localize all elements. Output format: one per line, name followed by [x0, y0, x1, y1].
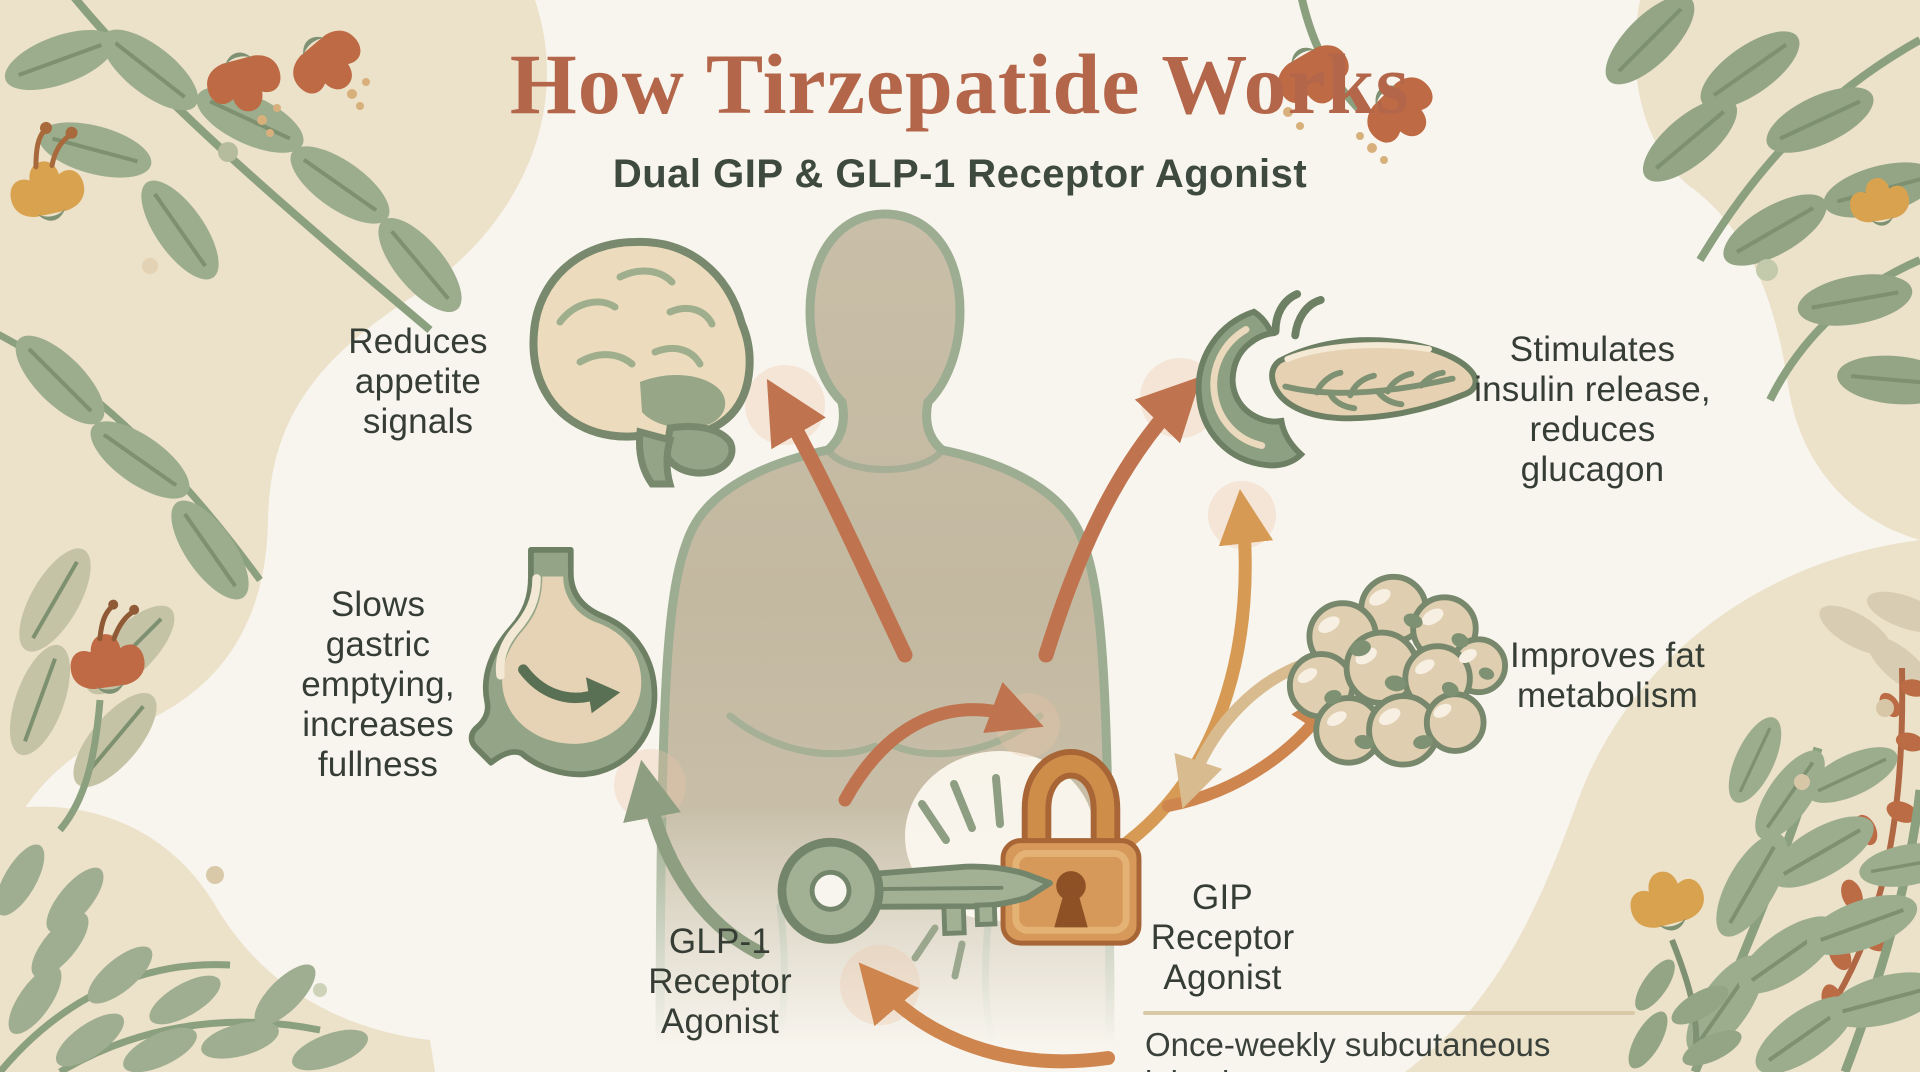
- stomach-icon: [468, 547, 662, 795]
- fat-label: Improves fat metabolism: [1510, 636, 1705, 715]
- stomach-label: Slows gastric emptying, increases fullne…: [301, 585, 455, 784]
- top-right-florals: [1266, 0, 1920, 411]
- arrow-to-pancreas: [1038, 376, 1202, 663]
- arrow-gip-to-key: [858, 962, 1115, 1069]
- pancreas-icon: [1185, 290, 1490, 487]
- lock-icon: [997, 748, 1145, 950]
- pancreas-label: Stimulates insulin release, reduces gluc…: [1474, 330, 1711, 489]
- key-icon: [770, 813, 1057, 959]
- gip-label: GIP Receptor Agonist: [1150, 878, 1295, 997]
- page-subtitle: Dual GIP & GLP-1 Receptor Agonist: [612, 152, 1308, 196]
- page-title: How Tirzepatide Works: [509, 36, 1411, 132]
- click-lines: [911, 774, 1004, 980]
- brain-icon: [520, 232, 755, 492]
- arrow-to-stomach: [623, 759, 765, 959]
- bottom-right-florals: [1620, 583, 1920, 1072]
- glp1-label: GLP-1 Receptor Agonist: [648, 922, 792, 1041]
- brain-label: Reduces appetite signals: [348, 322, 488, 441]
- arrow-to-brain: [766, 378, 913, 663]
- footer-note: Once-weekly subcutaneous injection: [1145, 1026, 1551, 1072]
- top-left-florals: [0, 0, 478, 614]
- divider-line: [1143, 1011, 1635, 1015]
- arrow-key-to-lock: [838, 681, 1044, 807]
- bottom-left-florals: [0, 535, 374, 1072]
